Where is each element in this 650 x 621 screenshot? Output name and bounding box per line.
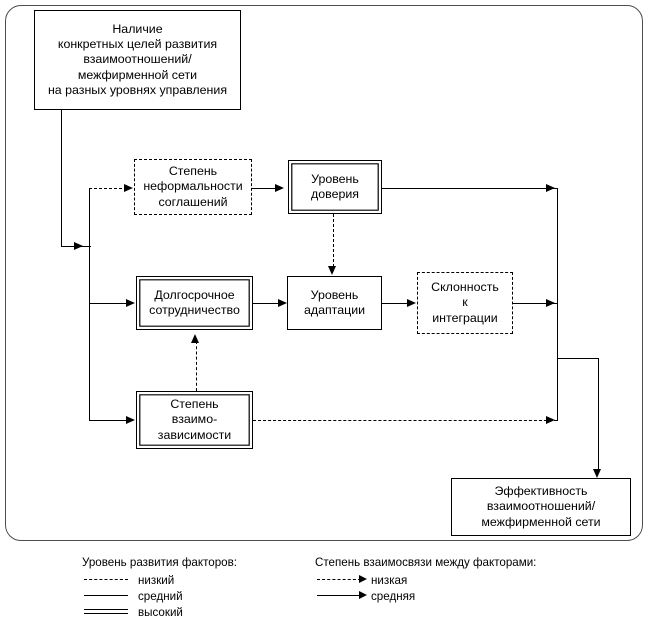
diagram-outer-frame: [5, 5, 643, 541]
edge-right-bus-vertical: [557, 188, 558, 421]
legend-key-double-line: [82, 604, 138, 620]
legend-label-medium-link: средняя: [371, 589, 416, 603]
arrowhead-interdependence-to-cooperation: [191, 334, 200, 343]
node-cooperation-label: Долгосрочное сотрудничество: [149, 287, 240, 317]
edge-bus-to-cooperation: [89, 303, 129, 304]
edge-trust-to-right-bus: [382, 188, 557, 189]
node-integration[interactable]: Склонность к интеграции: [417, 272, 513, 334]
arrowhead-integration-to-right-bus: [546, 298, 555, 307]
node-trust[interactable]: Уровень доверия: [288, 160, 382, 214]
edge-integration-to-right-bus: [513, 303, 557, 304]
node-goals-label: Наличие конкретных целей развития взаимо…: [47, 22, 228, 97]
arrowhead-bus-to-informality: [124, 183, 133, 192]
arrowhead-goals-to-bus: [74, 241, 83, 250]
legend-link-strength: Степень взаимосвязи между факторами: низ…: [315, 556, 536, 604]
legend-item-medium-link: средняя: [315, 588, 536, 604]
legend-item-low-link: низкая: [315, 572, 536, 588]
node-adaptation-label: Уровень адаптации: [303, 287, 366, 317]
node-informality[interactable]: Степень неформальности соглашений: [134, 159, 252, 215]
arrowhead-adaptation-to-integration: [407, 298, 416, 307]
legend-item-medium-level: средний: [82, 588, 237, 604]
node-adaptation[interactable]: Уровень адаптации: [287, 276, 382, 330]
legend-key-solid-arrow: [315, 588, 371, 604]
arrowhead-bus-to-cooperation: [126, 298, 135, 307]
edge-bus-to-informality: [89, 188, 127, 189]
arrowhead-bus-to-interdependence: [126, 415, 135, 424]
arrowhead-to-effectiveness: [593, 469, 602, 478]
legend-item-high-level: высокий: [82, 604, 237, 620]
edge-interdependence-to-cooperation: [196, 341, 197, 391]
node-interdependence[interactable]: Степень взаимо- зависимости: [136, 391, 253, 449]
legend-label-high-level: высокий: [138, 605, 183, 619]
node-cooperation[interactable]: Долгосрочное сотрудничество: [136, 276, 253, 330]
legend-label-medium-level: средний: [138, 589, 183, 603]
legend-key-dashed-line: [82, 572, 138, 588]
edge-trust-to-adaptation: [333, 214, 334, 267]
edge-right-bus-to-effectiveness-horizontal: [557, 358, 598, 359]
arrowhead-informality-to-trust: [275, 183, 284, 192]
node-effectiveness-label: Эффективность взаимоотношений/ межфирмен…: [481, 484, 601, 529]
legend-label-low-link: низкая: [371, 573, 408, 587]
arrowhead-trust-to-right-bus: [546, 183, 555, 192]
legend-factor-levels: Уровень развития факторов: низкий средни…: [82, 556, 237, 620]
edge-adaptation-to-integration: [382, 303, 412, 304]
legend-key-dashed-arrow: [315, 572, 371, 588]
arrowhead-interdependence-to-right-bus: [546, 415, 555, 424]
legend-factor-levels-title: Уровень развития факторов:: [82, 556, 237, 569]
edge-right-bus-to-effectiveness-vertical: [598, 358, 599, 471]
edge-interdependence-to-right-bus: [253, 420, 557, 421]
node-interdependence-label: Степень взаимо- зависимости: [157, 397, 232, 442]
legend-link-strength-title: Степень взаимосвязи между факторами:: [315, 556, 537, 569]
legend-key-solid-line: [82, 588, 138, 604]
node-effectiveness[interactable]: Эффективность взаимоотношений/ межфирмен…: [451, 478, 631, 536]
edge-cooperation-to-adaptation: [253, 303, 283, 304]
legend-label-low-level: низкий: [138, 573, 175, 587]
node-integration-label: Склонность к интеграции: [431, 280, 499, 325]
edge-goals-trunk-vertical: [61, 110, 62, 246]
edge-bus-to-interdependence: [89, 420, 129, 421]
edge-informality-to-trust: [252, 188, 279, 189]
node-informality-label: Степень неформальности соглашений: [143, 164, 243, 209]
node-trust-label: Уровень доверия: [311, 171, 359, 201]
node-goals[interactable]: Наличие конкретных целей развития взаимо…: [34, 10, 241, 110]
arrowhead-cooperation-to-adaptation: [278, 298, 287, 307]
legend-item-low-level: низкий: [82, 572, 237, 588]
arrowhead-trust-to-adaptation: [328, 266, 337, 275]
edge-left-bus-vertical: [89, 188, 90, 420]
